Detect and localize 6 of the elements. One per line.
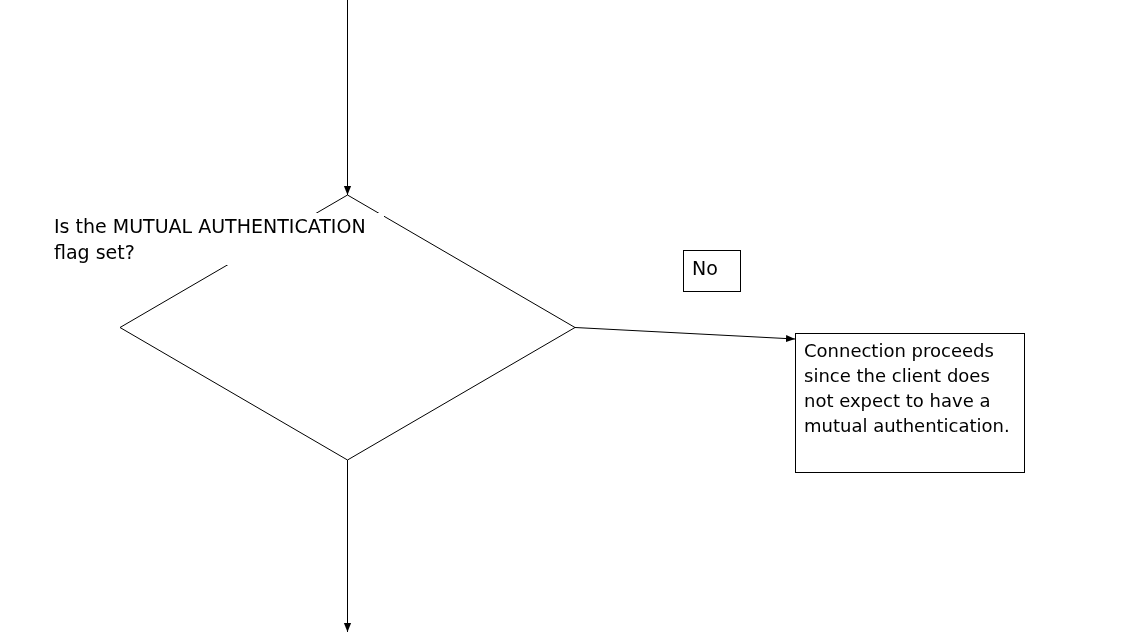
arrow (574, 327, 796, 343)
arrow (343, 459, 352, 633)
arrow (343, 0, 352, 196)
answer-box: No (683, 250, 741, 292)
process-box: Connection proceeds since the client does not expect to have a mutual authentication. (795, 333, 1025, 473)
decision-question: Is the MUTUAL AUTHENTICATION flag set? (54, 213, 384, 265)
